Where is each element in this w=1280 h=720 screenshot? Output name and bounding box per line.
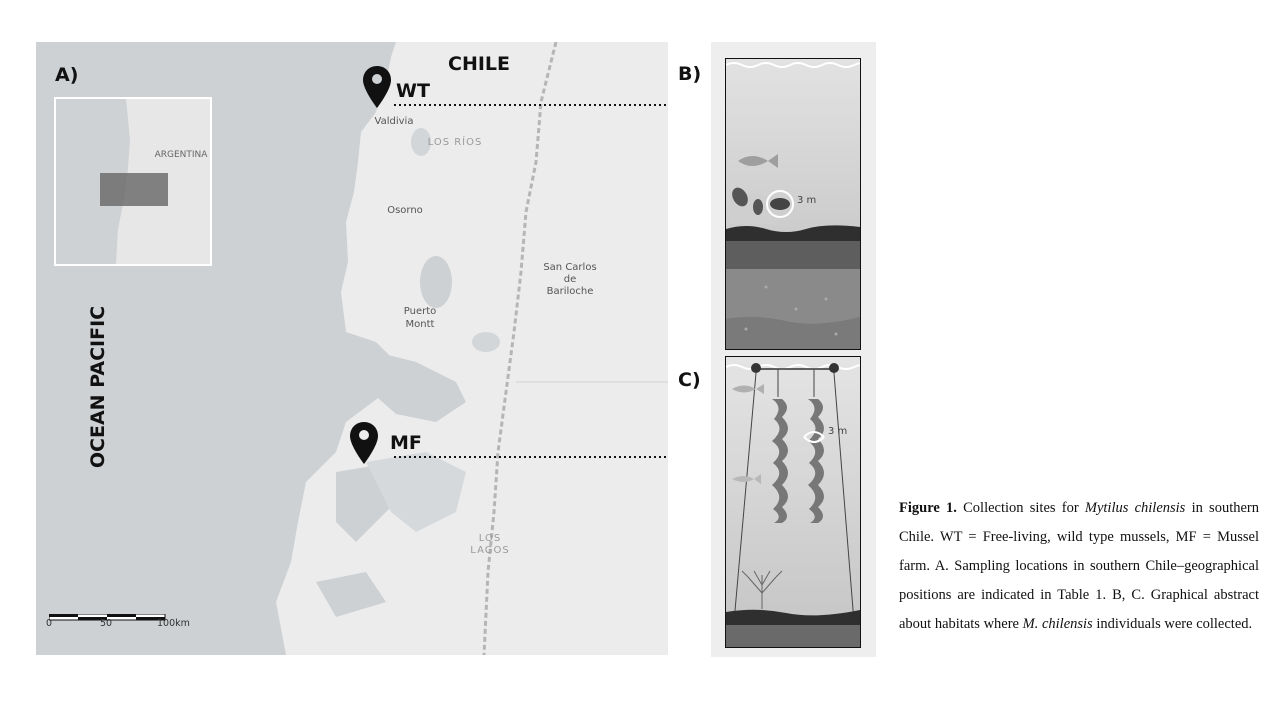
fish-icon: [732, 384, 764, 394]
osorno-label: Osorno: [387, 205, 423, 216]
mussel-rope: [808, 399, 824, 523]
wild-habitat-illustration: [726, 59, 860, 349]
inset-map: [54, 97, 212, 266]
fish-icon: [732, 474, 761, 484]
caption-figure-number: Figure 1.: [899, 500, 957, 516]
caption-species-2: M. chilensis: [1022, 616, 1093, 632]
mf-site-label: MF: [390, 432, 422, 454]
scale-tick-0: 0: [46, 618, 53, 629]
study-area-map: [36, 41, 699, 656]
caption-text-1: Collection sites for: [956, 500, 1085, 516]
wt-site-marker: [363, 66, 391, 113]
scale-bar-graphic: [48, 613, 166, 621]
ocean-label: OCEAN PACIFIC: [87, 305, 109, 469]
los-rios-label: LOS RÍOS: [427, 137, 483, 148]
sample-circle: [766, 190, 794, 218]
country-label: CHILE: [448, 53, 511, 75]
farm-habitat-illustration: [726, 357, 860, 647]
caption-text-2: in southern Chile. WT = Free-living, wil…: [899, 500, 1259, 632]
buoy-icon: [751, 363, 761, 373]
scale-tick-50: 50: [100, 618, 113, 629]
inset-map-graphic: [56, 99, 210, 264]
panel-c-farm-habitat: [725, 356, 861, 648]
lagos-label: LAGOS: [470, 545, 510, 556]
valdivia-label: Valdivia: [374, 116, 414, 127]
los-label: LOS: [478, 533, 502, 544]
mussel-icon: [732, 187, 748, 207]
scale-tick-100: 100km: [157, 618, 190, 629]
mussel-rope: [772, 399, 788, 523]
caption-text-3: individuals were collected.: [1092, 616, 1253, 632]
map-graphic: [36, 41, 699, 656]
inset-country-label: ARGENTINA: [154, 150, 208, 160]
location-pin-icon: [363, 66, 391, 108]
study-area-box: [100, 173, 168, 206]
scale-bar: [48, 609, 167, 627]
mussel-icon: [770, 198, 790, 210]
panel-c-label: C): [678, 369, 701, 391]
buoy-icon: [829, 363, 839, 373]
seaweed-icon: [741, 570, 783, 609]
san-carlos-label: San Carlos: [543, 262, 597, 273]
bariloche-label: Bariloche: [546, 286, 594, 297]
de-label: de: [563, 274, 577, 285]
panel-b-label: B): [678, 63, 702, 85]
puerto-label: Puerto: [403, 306, 437, 317]
panel-c-depth-label: 3 m: [828, 426, 848, 437]
location-pin-icon: [350, 422, 378, 464]
figure-caption: Figure 1. Collection sites for Mytilus c…: [899, 494, 1259, 639]
panel-b-wild-habitat: [725, 58, 861, 350]
wt-site-label: WT: [396, 80, 430, 102]
fish-icon: [738, 154, 778, 168]
mussel-icon: [753, 199, 763, 215]
panel-a-label: A): [55, 64, 79, 86]
mf-site-marker: [350, 422, 378, 469]
panel-b-depth-label: 3 m: [797, 195, 817, 206]
caption-species-1: Mytilus chilensis: [1084, 500, 1186, 516]
montt-label: Montt: [405, 319, 435, 330]
